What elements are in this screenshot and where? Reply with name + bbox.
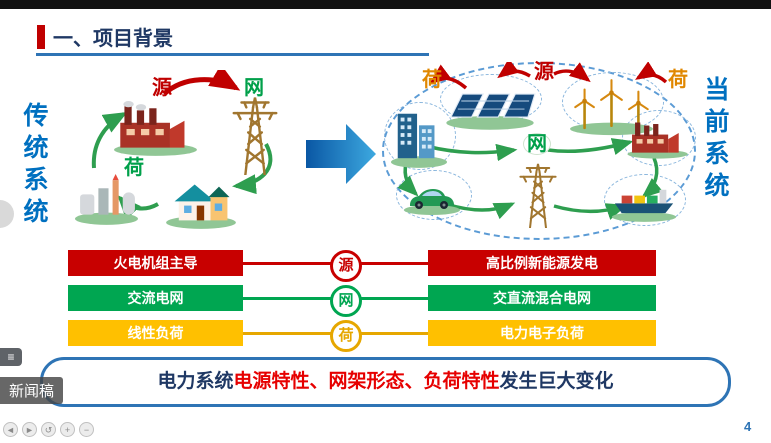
load-label: 荷 (124, 157, 144, 179)
conclusion-highlight: 负荷特性 (423, 371, 500, 392)
refinery-icon (74, 170, 140, 231)
traditional-system-diagram: 源 网 荷 (66, 70, 304, 240)
grid-label: 网 (524, 134, 550, 154)
left-system-label: 传统系统 (20, 102, 48, 230)
conclusion-box: 电力系统电源特性、网架形态、负荷特性发生巨大变化 (40, 357, 731, 407)
next-page-button[interactable]: ► (22, 422, 37, 437)
factory-cluster-outline (622, 110, 696, 166)
grid-badge: 网 (330, 285, 362, 317)
cargo-ships-icon (610, 182, 678, 228)
ev-cluster-outline (396, 170, 472, 220)
ev-car-icon (402, 178, 462, 221)
rotate-button[interactable]: ↺ (41, 422, 56, 437)
wind-turbines-icon (568, 74, 656, 141)
buildings-icon (390, 106, 448, 174)
comparison-right-grid: 交直流混合电网 (428, 285, 656, 311)
buildings-cluster-outline (384, 102, 456, 170)
comparison-left-source: 火电机组主导 (68, 250, 243, 276)
top-bar (0, 0, 771, 9)
transmission-tower-icon (226, 88, 284, 180)
transform-arrow-icon (306, 122, 376, 186)
sidebar-toggle-button[interactable]: ≡ (0, 348, 22, 366)
system-cloud-outline (382, 62, 696, 240)
source-badge: 源 (330, 250, 362, 282)
title-accent-bar (37, 25, 45, 49)
conclusion-text: 电力系统 (157, 371, 234, 392)
coal-plant-icon (112, 100, 200, 162)
conclusion-highlight: 电源特性、 (233, 371, 329, 392)
right-system-label: 当前系统 (701, 76, 729, 204)
source-label: 源 (534, 61, 554, 83)
load-label: 荷 (422, 69, 442, 91)
houses-icon (164, 176, 238, 234)
watermark: 新闻稿 (0, 377, 64, 404)
current-system-diagram: 荷 源 荷 网 (382, 62, 696, 240)
transmission-tower-icon (514, 156, 562, 233)
source-label: 源 (152, 77, 172, 99)
conclusion-text: 发生巨大变化 (499, 371, 614, 392)
grid-label: 网 (244, 77, 264, 99)
prev-page-button[interactable]: ◄ (3, 422, 18, 437)
page-title: 一、项目背景 (53, 28, 173, 50)
viewer-controls: ◄ ► ↺ + − (3, 422, 94, 437)
solar-panels-icon (444, 78, 536, 135)
zoom-out-button[interactable]: − (79, 422, 94, 437)
load-badge: 荷 (330, 320, 362, 352)
nav-handle[interactable] (0, 200, 14, 228)
comparison-right-source: 高比例新能源发电 (428, 250, 656, 276)
load-label: 荷 (668, 69, 688, 91)
comparison-left-grid: 交流电网 (68, 285, 243, 311)
page-number: 4 (744, 419, 752, 434)
zoom-in-button[interactable]: + (60, 422, 75, 437)
comparison-left-load: 线性负荷 (68, 320, 243, 346)
conclusion-highlight: 网架形态、 (328, 371, 424, 392)
comparison-right-load: 电力电子负荷 (428, 320, 656, 346)
factory-icon (626, 118, 690, 164)
title-underline (36, 53, 429, 56)
